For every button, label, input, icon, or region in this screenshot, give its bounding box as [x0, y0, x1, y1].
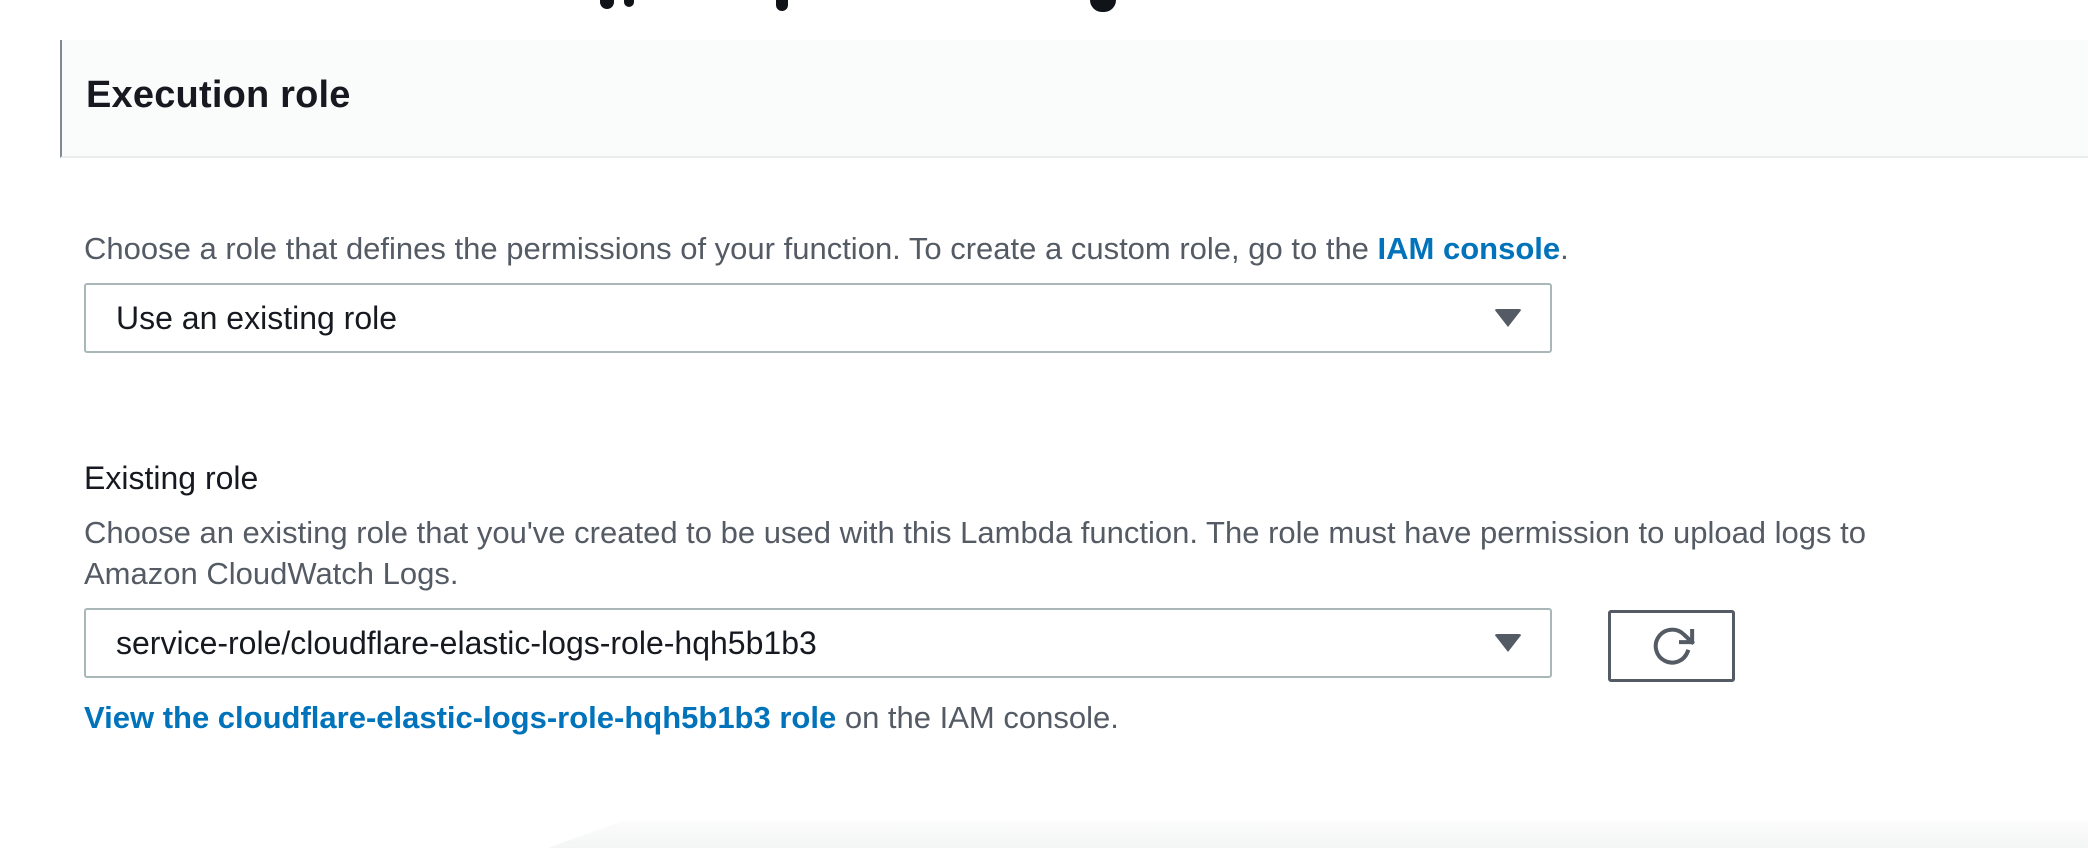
role-helper-prefix: Choose a role that defines the permissio… [84, 231, 1378, 266]
refresh-roles-button[interactable] [1608, 610, 1735, 682]
existing-role-description-line2: Amazon CloudWatch Logs. [84, 556, 459, 591]
clipped-text-fragment [624, 0, 634, 7]
clipped-text-fragment [1090, 0, 1116, 12]
refresh-icon [1649, 623, 1695, 669]
role-helper-text: Choose a role that defines the permissio… [84, 231, 1569, 267]
caret-down-icon [1494, 634, 1522, 652]
existing-role-description-line1: Choose an existing role that you've crea… [84, 515, 1867, 550]
existing-role-dropdown-value: service-role/cloudflare-elastic-logs-rol… [116, 624, 817, 661]
clipped-text-fragment [776, 0, 788, 11]
next-section-edge [548, 821, 2088, 848]
view-role-suffix: on the IAM console. [836, 700, 1119, 735]
execution-role-section-header: Execution role [60, 40, 2088, 158]
clipped-text-fragment [600, 0, 614, 9]
role-helper-suffix: . [1560, 231, 1569, 266]
view-role-line: View the cloudflare-elastic-logs-role-hq… [84, 700, 1119, 736]
role-source-dropdown-value: Use an existing role [116, 299, 398, 336]
role-source-dropdown[interactable]: Use an existing role [84, 283, 1552, 353]
caret-down-icon [1494, 309, 1522, 327]
existing-role-label: Existing role [84, 460, 259, 496]
section-title: Execution role [86, 74, 351, 116]
existing-role-dropdown[interactable]: service-role/cloudflare-elastic-logs-rol… [84, 608, 1552, 678]
existing-role-description: Choose an existing role that you've crea… [84, 512, 1866, 594]
iam-console-link[interactable]: IAM console [1377, 231, 1561, 266]
view-role-link[interactable]: View the cloudflare-elastic-logs-role-hq… [84, 700, 837, 735]
